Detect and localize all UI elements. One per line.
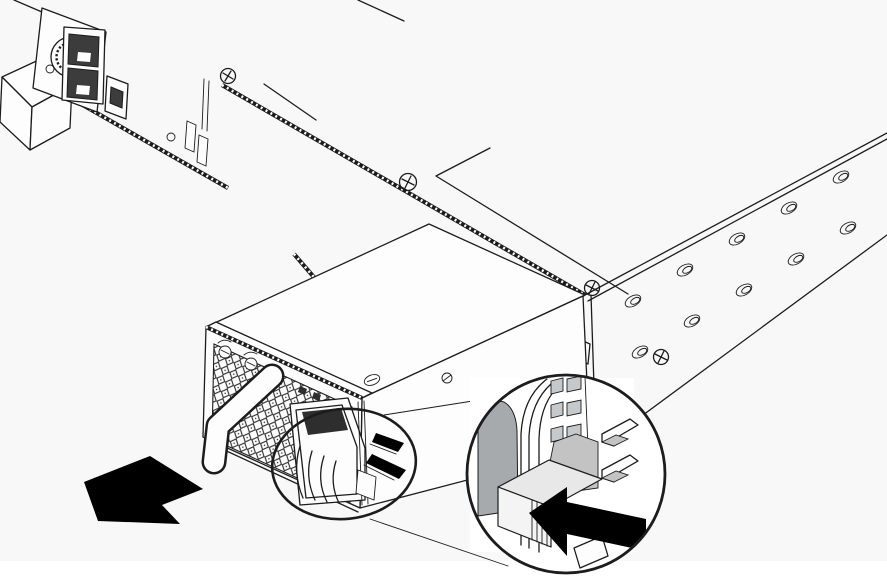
vent-holes-row-upper xyxy=(624,170,850,308)
panel-screw-small xyxy=(45,64,55,74)
usb-port xyxy=(104,75,129,120)
inset-latch-front xyxy=(497,486,552,548)
ethernet-ports xyxy=(61,26,106,105)
pull-direction-arrow xyxy=(84,456,203,524)
panel-screw-small xyxy=(166,132,176,142)
io-panel xyxy=(0,0,210,167)
bottom-margin xyxy=(0,561,887,581)
top-panel-screw xyxy=(398,172,418,192)
callout-ellipse xyxy=(270,407,418,521)
inset-latch xyxy=(497,459,603,548)
top-cover-break-lines xyxy=(263,0,629,295)
inset-hook-tabs xyxy=(600,418,639,483)
inset-content xyxy=(477,375,646,569)
psu-front-top-hatched-edge xyxy=(205,325,363,400)
psu-handle xyxy=(201,363,285,475)
side-face-vent-wedges xyxy=(363,433,406,481)
psu-top-fastener xyxy=(363,372,453,386)
side-panel-screw xyxy=(652,348,670,366)
psu-captive-screw xyxy=(243,351,258,371)
latch-press-arrow xyxy=(529,487,646,556)
top-panel-screw xyxy=(219,67,237,85)
detail-inset xyxy=(465,373,667,575)
callout-leader-lower xyxy=(369,518,509,567)
chassis-side-panel xyxy=(584,132,887,450)
latch-grip-ridges xyxy=(296,445,340,504)
inset-circle-outline xyxy=(465,373,667,575)
inset-rail-foot xyxy=(573,535,609,569)
psu-captive-screw xyxy=(217,339,232,359)
vent-holes-row-lower xyxy=(631,221,857,359)
latch-slider-bar xyxy=(355,400,377,506)
panel-edge-tabs xyxy=(184,78,210,167)
chassis-top-rear-edge xyxy=(220,83,587,297)
